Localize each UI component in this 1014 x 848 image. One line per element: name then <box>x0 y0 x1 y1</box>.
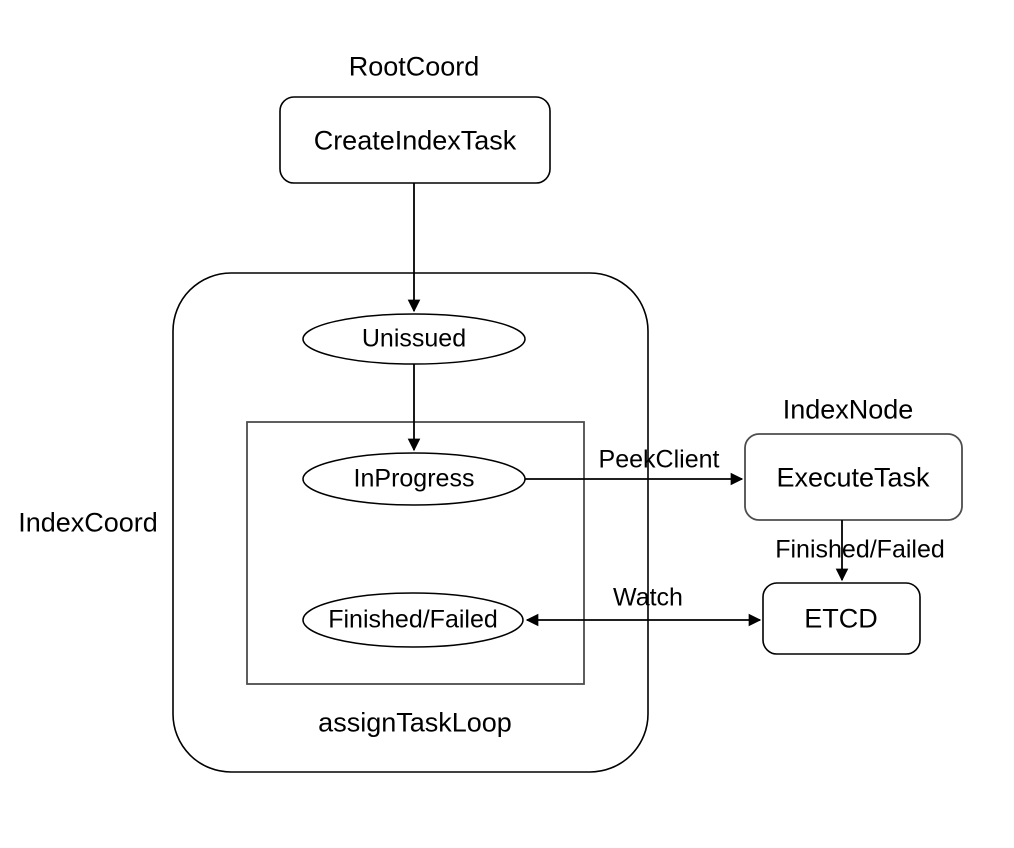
assigntaskloop-box <box>246 421 585 685</box>
etcd-box[interactable] <box>762 582 921 655</box>
create-index-task-box[interactable] <box>279 96 551 184</box>
state-finished-failed-ellipse[interactable] <box>302 592 524 648</box>
state-unissued-ellipse[interactable] <box>302 313 526 365</box>
state-inprogress-ellipse[interactable] <box>302 452 526 506</box>
execute-task-box[interactable] <box>744 433 963 521</box>
indexcoord-group-box <box>172 272 649 773</box>
